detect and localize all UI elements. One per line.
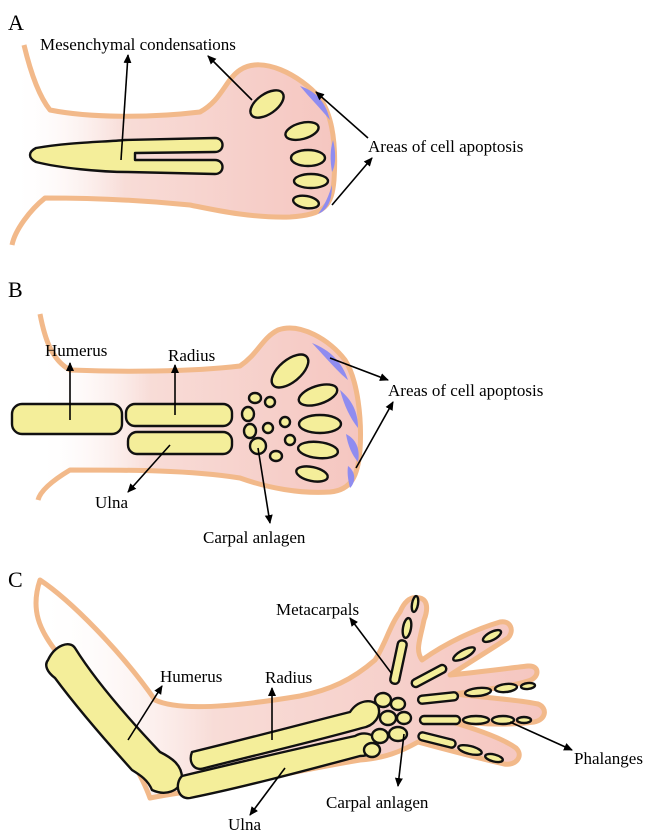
panel-c-metacarpal-4: [420, 716, 460, 724]
panel-a-label-apoptosis: Areas of cell apoptosis: [368, 137, 523, 156]
panel-b-label-radius: Radius: [168, 346, 215, 365]
panel-c-carpal-5: [372, 729, 388, 743]
panel-c-phalanx-4c: [517, 717, 531, 723]
panel-b: B: [8, 277, 543, 547]
panel-b-label-ulna: Ulna: [95, 493, 129, 512]
panel-c-carpal-6: [389, 727, 407, 741]
panel-b-carpal-1: [249, 393, 261, 403]
panel-c: C: [8, 567, 643, 831]
panel-b-letter: B: [8, 277, 23, 302]
panel-c-carpal-7: [364, 743, 380, 757]
panel-b-ulna-anlage: [128, 432, 232, 454]
panel-c-label-carpal: Carpal anlagen: [326, 793, 429, 812]
panel-b-carpal-4: [244, 424, 256, 438]
panel-a: A Mesenchymal condensations Areas of cel…: [8, 10, 523, 245]
panel-a-letter: A: [8, 10, 24, 35]
panel-c-label-metacarpals: Metacarpals: [276, 600, 359, 619]
panel-b-carpal-3: [242, 407, 254, 421]
panel-c-label-humerus: Humerus: [160, 667, 222, 686]
panel-b-carpal-8: [280, 417, 290, 427]
panel-b-digit-3: [299, 415, 341, 433]
panel-a-condensation-4: [294, 174, 328, 188]
panel-c-carpal-3: [380, 711, 396, 725]
panel-c-arrow-phalanges: [510, 722, 572, 750]
panel-c-label-radius: Radius: [265, 668, 312, 687]
panel-b-carpal-2: [265, 397, 275, 407]
panel-c-carpal-1: [375, 693, 391, 707]
panel-b-label-humerus: Humerus: [45, 341, 107, 360]
panel-a-arrow-apoptosis-2: [332, 158, 372, 205]
panel-b-carpal-7: [270, 451, 282, 461]
panel-b-carpal-9: [285, 435, 295, 445]
panel-c-carpal-4: [397, 712, 411, 724]
panel-b-label-apoptosis: Areas of cell apoptosis: [388, 381, 543, 400]
panel-c-phalanx-3c: [521, 682, 536, 689]
panel-a-condensation-3: [291, 150, 325, 166]
panel-b-humerus-anlage: [12, 404, 122, 434]
panel-b-carpal-5: [263, 423, 273, 433]
panel-c-carpal-2: [391, 698, 405, 710]
panel-b-label-carpal: Carpal anlagen: [203, 528, 306, 547]
panel-c-label-phalanges: Phalanges: [574, 749, 643, 768]
panel-c-label-ulna: Ulna: [228, 815, 262, 831]
panel-b-radius-anlage: [126, 404, 232, 426]
panel-c-letter: C: [8, 567, 23, 592]
panel-a-label-mesenchymal: Mesenchymal condensations: [40, 35, 236, 54]
panel-c-phalanx-4a: [463, 716, 489, 724]
